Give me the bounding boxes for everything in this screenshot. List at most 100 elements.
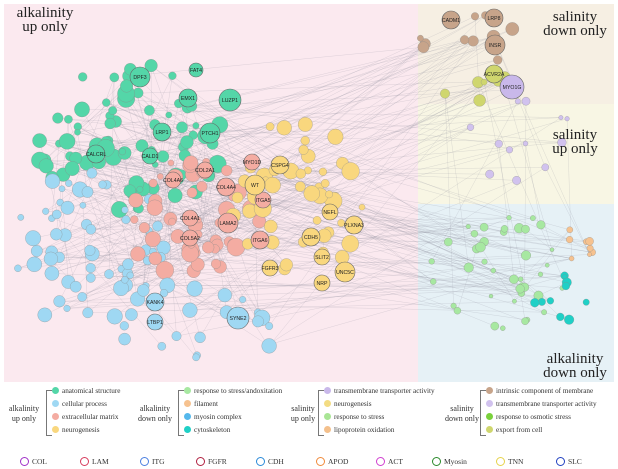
network-node <box>138 222 150 234</box>
network-edge <box>181 81 485 128</box>
network-edge <box>39 160 567 283</box>
network-edge <box>520 279 551 301</box>
network-node <box>546 297 554 305</box>
gene-node <box>226 306 250 330</box>
network-edge <box>66 288 521 309</box>
network-node <box>137 284 150 297</box>
network-edge <box>51 218 146 251</box>
network-node <box>512 176 521 185</box>
network-node <box>25 230 41 247</box>
network-edge <box>206 83 505 163</box>
gene-node <box>178 88 198 108</box>
network-edge <box>120 244 192 289</box>
legend-swatch <box>184 413 191 420</box>
legend-swatch <box>486 426 493 433</box>
legend-bracket <box>480 390 486 436</box>
network-edge <box>269 40 474 327</box>
gene-node <box>145 292 165 312</box>
legend-item: lipoprotein oxidation <box>324 425 395 436</box>
legend-swatch <box>324 413 331 420</box>
network-node <box>557 137 567 148</box>
network-node <box>182 302 198 318</box>
ring-swatch <box>496 457 505 466</box>
legend-item: transmembrane transporter activity <box>486 399 597 410</box>
network-edge <box>238 192 521 289</box>
network-node <box>479 222 489 232</box>
network-node <box>126 271 134 279</box>
network-edge <box>205 135 562 143</box>
ring-legend-item: ACT <box>376 456 403 467</box>
network-node <box>122 258 134 270</box>
network-node <box>279 258 293 272</box>
network-node <box>512 298 517 304</box>
network-node <box>14 264 22 272</box>
network-node <box>85 263 96 273</box>
region-alkalinity-up <box>4 4 418 382</box>
gene-node <box>484 64 504 84</box>
network-node <box>104 269 114 279</box>
gene-node <box>164 171 182 189</box>
network-node <box>443 237 453 247</box>
network-node <box>64 161 80 176</box>
network-node <box>506 146 513 154</box>
network-node <box>121 276 129 284</box>
network-node <box>481 258 488 265</box>
network-node <box>453 307 462 315</box>
legend-swatch <box>486 387 493 394</box>
ring-swatch <box>432 457 441 466</box>
ring-swatch <box>256 457 265 466</box>
gene-node-label: MYO1G <box>503 85 522 91</box>
network-edge <box>69 156 434 282</box>
network-node <box>53 295 66 308</box>
network-edge <box>39 140 495 327</box>
network-edge <box>137 101 527 255</box>
network-edge <box>348 217 533 243</box>
network-node <box>537 271 544 277</box>
network-edge <box>234 82 479 246</box>
gene-node-label: EMX1 <box>181 96 195 102</box>
network-edge <box>249 143 526 212</box>
network-edge <box>244 180 521 289</box>
network-node <box>82 307 94 319</box>
ring-legend-item: LAM <box>80 456 109 467</box>
network-edge <box>68 119 126 286</box>
network-node <box>276 120 292 136</box>
legend-item: intrinsic component of membrane <box>486 386 593 397</box>
gene-node-label: ACVR2A <box>484 72 505 78</box>
gene-node-label: LAMA2 <box>219 221 236 227</box>
legend-bracket <box>46 390 52 436</box>
ring-swatch <box>196 457 205 466</box>
network-edge <box>545 167 590 255</box>
network-edge <box>257 217 510 322</box>
legend-item: neurogenesis <box>324 399 372 410</box>
network-edge <box>105 135 194 149</box>
network-node <box>211 258 221 269</box>
network-node <box>465 224 471 229</box>
network-node <box>192 353 200 362</box>
gene-node-label: CALD1 <box>142 154 159 160</box>
network-edge <box>56 40 474 215</box>
network-node <box>128 192 144 208</box>
network-node <box>37 307 53 323</box>
network-node <box>536 220 546 230</box>
network-node <box>417 41 430 53</box>
network-edge <box>272 81 485 243</box>
network-edge <box>254 208 259 322</box>
network-node <box>298 144 309 155</box>
network-edge <box>149 110 183 128</box>
legend-item: export from cell <box>486 425 542 436</box>
network-edge <box>190 127 471 250</box>
network-node <box>239 296 247 304</box>
network-node <box>295 168 306 179</box>
legend-swatch <box>184 400 191 407</box>
ring-swatch <box>140 457 149 466</box>
network-edge <box>197 135 206 265</box>
network-node <box>541 309 547 316</box>
network-node <box>69 280 82 293</box>
network-node <box>86 273 96 283</box>
gene-node-label: MYO1D <box>243 160 262 166</box>
network-node <box>265 322 274 330</box>
network-node <box>157 173 164 180</box>
region-title-alkalinity-up: alkalinity up only <box>16 5 74 35</box>
network-node <box>566 226 574 234</box>
